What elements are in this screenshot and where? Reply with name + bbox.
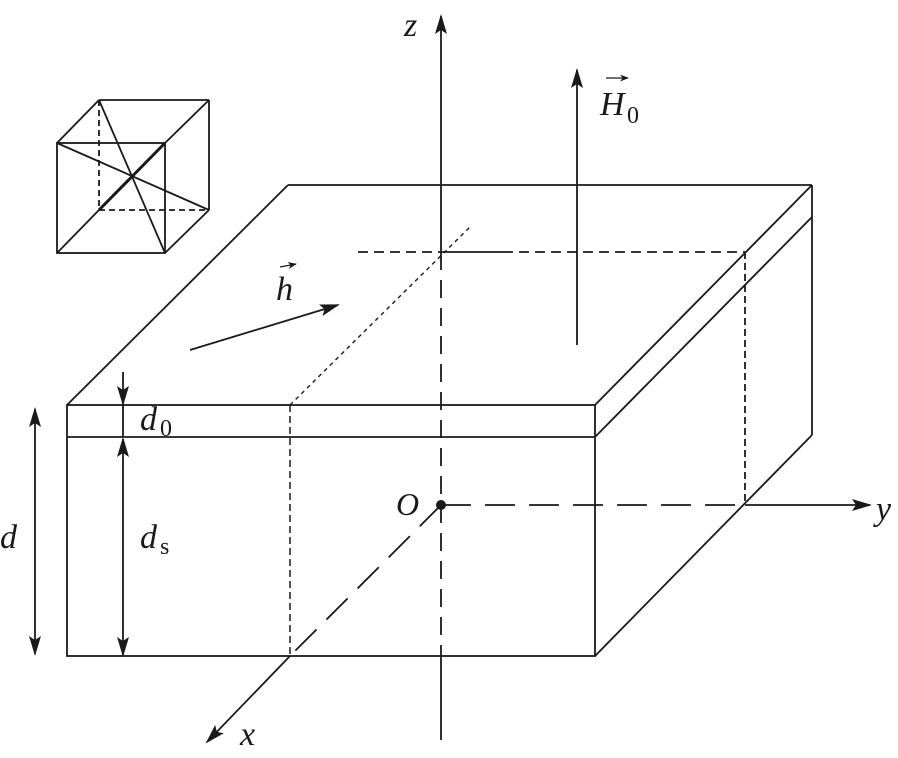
h-vector-arrow [279,261,297,270]
origin-point [436,500,446,510]
cube-icon [56,99,210,254]
h-field-arrow [189,304,340,351]
z-axis-label: z [403,7,417,44]
ds-label: d [140,519,158,556]
d-label: d [0,519,18,556]
H0-label: H [599,86,627,123]
ds-subscript: s [160,534,169,560]
d0-subscript: 0 [160,416,172,442]
d0-label: d [140,401,158,438]
origin-label: O [396,486,419,522]
H0-subscript: 0 [627,103,639,129]
construction-lines [289,224,746,656]
h-label: h [276,271,293,308]
y-axis-label: y [873,491,892,528]
slab [66,184,813,657]
x-axis [205,504,442,744]
x-axis-label: x [239,716,255,753]
